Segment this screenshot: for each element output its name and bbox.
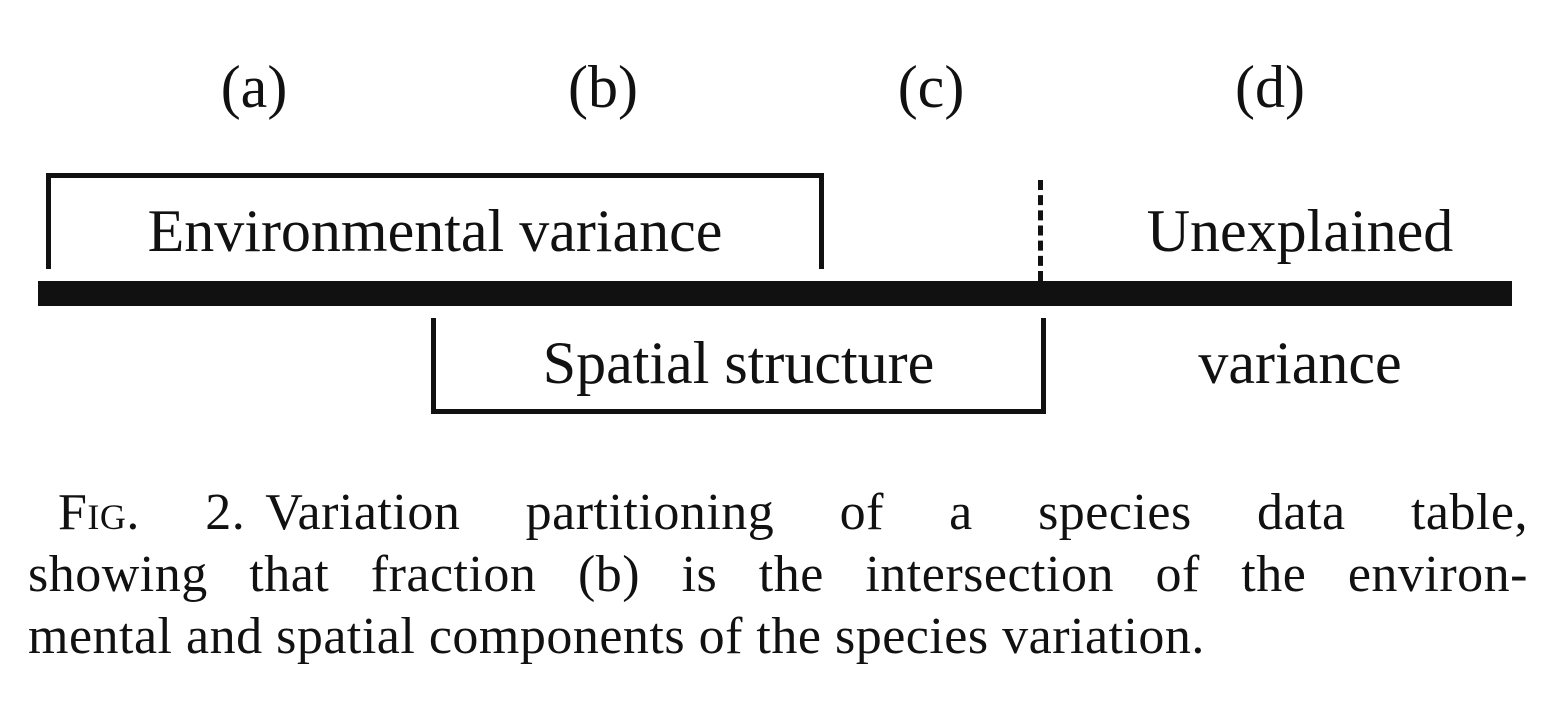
fraction-label-c: (c)	[897, 54, 965, 120]
caption-line-1-text: Variation partitioning of a species data…	[265, 484, 1528, 541]
unexplained-divider	[1038, 180, 1043, 281]
caption-line-2: showing that fraction (b) is the interse…	[28, 546, 1528, 603]
caption-label: Fig. 2.	[58, 484, 246, 541]
fraction-label-b: (b)	[568, 54, 638, 120]
environmental-variance-label: Environmental variance	[147, 198, 723, 264]
environmental-variance-bracket	[46, 173, 824, 269]
unexplained-label: Unexplained	[1146, 198, 1454, 264]
spatial-structure-bracket	[431, 318, 1046, 414]
caption-line-3: mental and spatial components of the spe…	[28, 608, 1205, 665]
fraction-label-a: (a)	[220, 54, 288, 120]
fraction-label-d: (d)	[1235, 54, 1305, 120]
total-variation-bar	[38, 281, 1512, 306]
caption-line-1: Fig. 2. Variation partitioning of a speci…	[28, 482, 1528, 544]
spatial-structure-label: Spatial structure	[542, 330, 935, 396]
unexplained-variance-label: variance	[1198, 330, 1402, 396]
figure-caption: Fig. 2. Variation partitioning of a speci…	[28, 482, 1528, 668]
